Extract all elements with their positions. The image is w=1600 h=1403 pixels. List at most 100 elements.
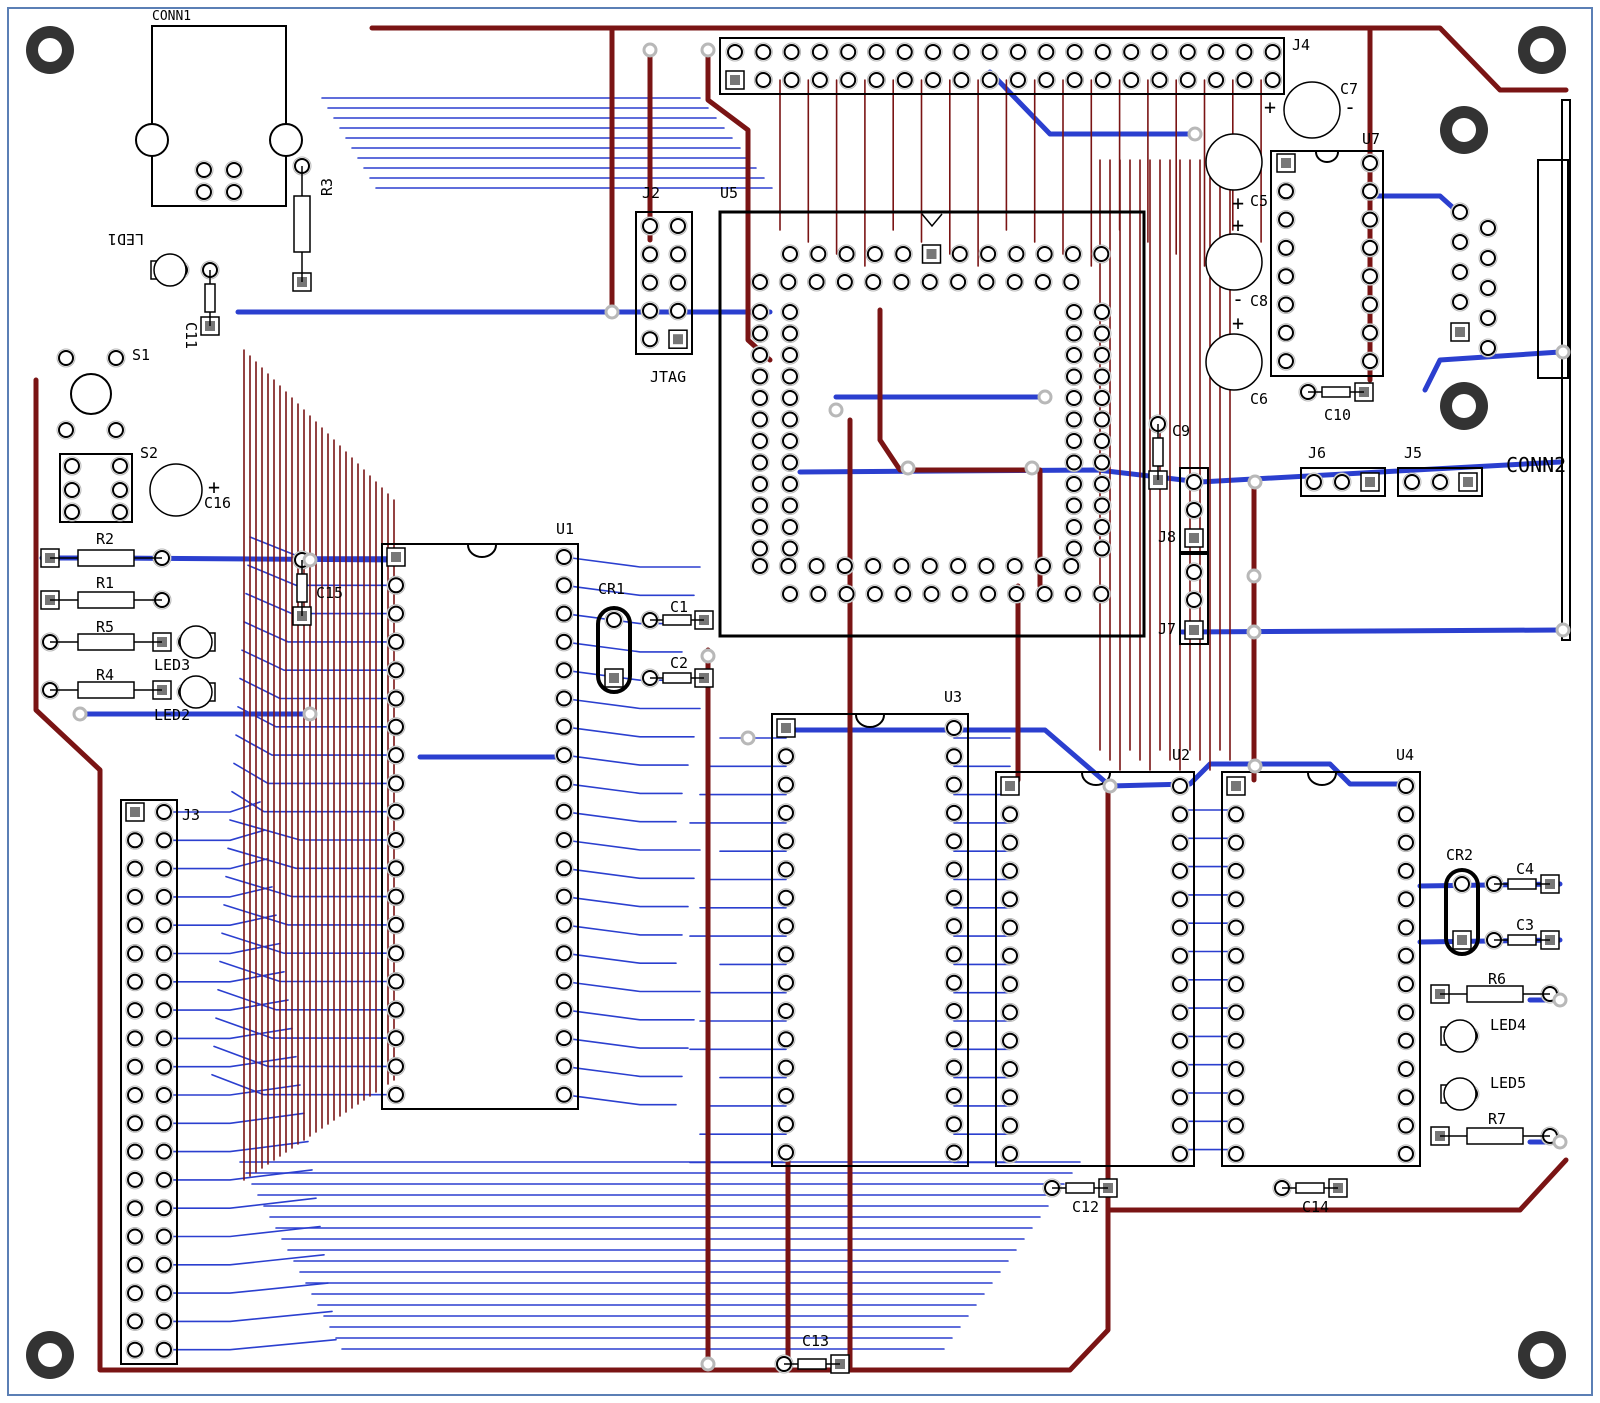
- u5-left-row1-8-pad: [752, 476, 768, 492]
- j3-fanout-trace-4: [163, 914, 277, 927]
- label-c5-plus: +: [1232, 191, 1244, 215]
- c9-body: [1152, 437, 1164, 467]
- u5-right-row2-6-pad: [1094, 433, 1110, 449]
- u4-left-8-pad: [1228, 1004, 1244, 1021]
- u3-left-12-pad: [778, 1059, 794, 1076]
- u4-left-12-pad: [1228, 1117, 1244, 1134]
- u1-left-16-pad: [388, 1001, 404, 1018]
- u3-right-7-pad: [946, 918, 962, 935]
- u5-bottom-row1-5-pad: [893, 558, 910, 574]
- j4-bottom-9-pad: [981, 72, 998, 88]
- j4-bottom-17-pad: [1208, 72, 1225, 88]
- j3-left-5-pad: [127, 945, 143, 962]
- label-c7-minus: -: [1344, 95, 1356, 119]
- u5-bottom-row1-1-pad: [780, 558, 797, 574]
- u5-bottom-row2-0-pad: [782, 586, 798, 602]
- u3-left-7-pad: [778, 918, 794, 935]
- u1-right-12-pad: [556, 888, 572, 905]
- u2-left-13-pad: [1002, 1145, 1018, 1162]
- u1-left-3-pad: [388, 633, 404, 650]
- u5-right-row2-8-pad: [1094, 476, 1110, 492]
- u1-left-bus-trace-17: [215, 1017, 397, 1039]
- u1-right-bus-trace-10: [563, 839, 701, 851]
- u1-left-bus-trace-7: [235, 734, 397, 756]
- conn1-1-pad: [226, 162, 242, 178]
- u5-bottom-row1-9-pad: [1006, 558, 1023, 574]
- r6-body: [1466, 985, 1524, 1003]
- u5-right-row1-4-pad: [1066, 390, 1082, 406]
- j3-fanout-trace-15: [163, 1225, 321, 1238]
- j4-top-13-pad: [1094, 44, 1111, 60]
- u5-top-row2-4-pad: [865, 274, 882, 290]
- conn2-key-pad-core: [1455, 327, 1465, 337]
- j4-bottom-4-pad: [840, 72, 857, 88]
- label-c7: C7: [1340, 80, 1358, 98]
- u5-top-row1-7-pad: [980, 246, 997, 262]
- u2-left-12-pad: [1002, 1117, 1018, 1134]
- cr1-1-pad-core: [609, 673, 619, 683]
- u5-bottom-row1-7-pad: [950, 558, 967, 574]
- via-9-via: [1247, 758, 1263, 774]
- u1-right-13-pad: [556, 916, 572, 933]
- u5-left-row1-10-pad: [752, 519, 768, 535]
- conn2-b-2-pad: [1480, 280, 1496, 296]
- u5-bottom-row2-9-pad: [1036, 586, 1053, 602]
- j3-right-10-pad: [156, 1087, 172, 1103]
- via-10-via: [1246, 568, 1262, 584]
- u1-left-17-pad: [388, 1030, 404, 1047]
- u4-left-7-pad: [1228, 976, 1244, 993]
- u2-right-4-pad: [1172, 891, 1188, 908]
- j3-left-7-pad: [127, 1002, 143, 1019]
- j3-fanout-trace-12: [163, 1140, 309, 1153]
- label-c6-plus: +: [1232, 311, 1244, 335]
- label-led5: LED5: [1490, 1074, 1526, 1092]
- u5-notch: [921, 213, 943, 228]
- j3-left-1-pad: [127, 832, 143, 849]
- j3-fanout-trace-5: [163, 942, 281, 955]
- mounting-holes: [26, 26, 1566, 1379]
- c15-body: [296, 573, 308, 603]
- label-u3: U3: [944, 688, 962, 706]
- label-c7-plus: +: [1264, 95, 1276, 119]
- j4-top-19-pad: [1264, 44, 1281, 60]
- u5-top-row1-2-pad: [838, 246, 855, 262]
- u3-notch: [855, 714, 885, 728]
- u3-right-12-pad: [946, 1059, 962, 1076]
- label-u1: U1: [556, 520, 574, 538]
- j2-right-0-pad: [670, 218, 686, 234]
- c12-body: [1065, 1182, 1095, 1194]
- u1-right-14-pad: [556, 945, 572, 962]
- j5-1-pad: [1432, 474, 1448, 490]
- label-c9: C9: [1172, 422, 1190, 440]
- u4-right-10-pad: [1398, 1061, 1414, 1077]
- label-c3: C3: [1516, 916, 1534, 934]
- u1-right-bus-trace-7: [563, 754, 689, 766]
- j3-left-18-pad: [127, 1313, 143, 1330]
- via-4-via: [828, 402, 844, 418]
- u1-left-19-pad: [388, 1086, 404, 1103]
- u4-right-11-pad: [1398, 1089, 1414, 1106]
- u5-right-row1-1-pad: [1066, 325, 1082, 342]
- j3-right-5-pad: [156, 945, 172, 962]
- s2-2-pad: [64, 504, 80, 520]
- u5-left-row2-4-pad: [782, 390, 798, 406]
- u1-right-bus-trace-0: [563, 556, 701, 568]
- u5-top-row1-5-pad-core: [926, 249, 937, 259]
- s2-outline: [59, 453, 133, 523]
- u5-top-row1-8-pad: [1008, 246, 1025, 262]
- u2-right-8-pad: [1172, 1004, 1188, 1021]
- u4-left-9-pad: [1228, 1032, 1244, 1049]
- u5-bottom-row1-0-pad: [752, 558, 768, 574]
- j3-left-10-pad: [127, 1087, 143, 1103]
- u5-right-row1-7-pad: [1066, 454, 1082, 471]
- conn2-a-3-pad: [1452, 294, 1468, 310]
- u5-left-row2-7-pad: [782, 454, 798, 471]
- u1-left-13-pad: [388, 916, 404, 933]
- j4-top-10-pad: [1010, 44, 1026, 60]
- s1-0-pad: [58, 350, 74, 366]
- u4-left-0-pad-core: [1231, 781, 1241, 791]
- j3-right-14-pad: [156, 1200, 172, 1217]
- u3-right-8-pad: [946, 946, 962, 963]
- led5-body: [1443, 1077, 1477, 1111]
- u5-top-row1-4-pad: [895, 246, 912, 262]
